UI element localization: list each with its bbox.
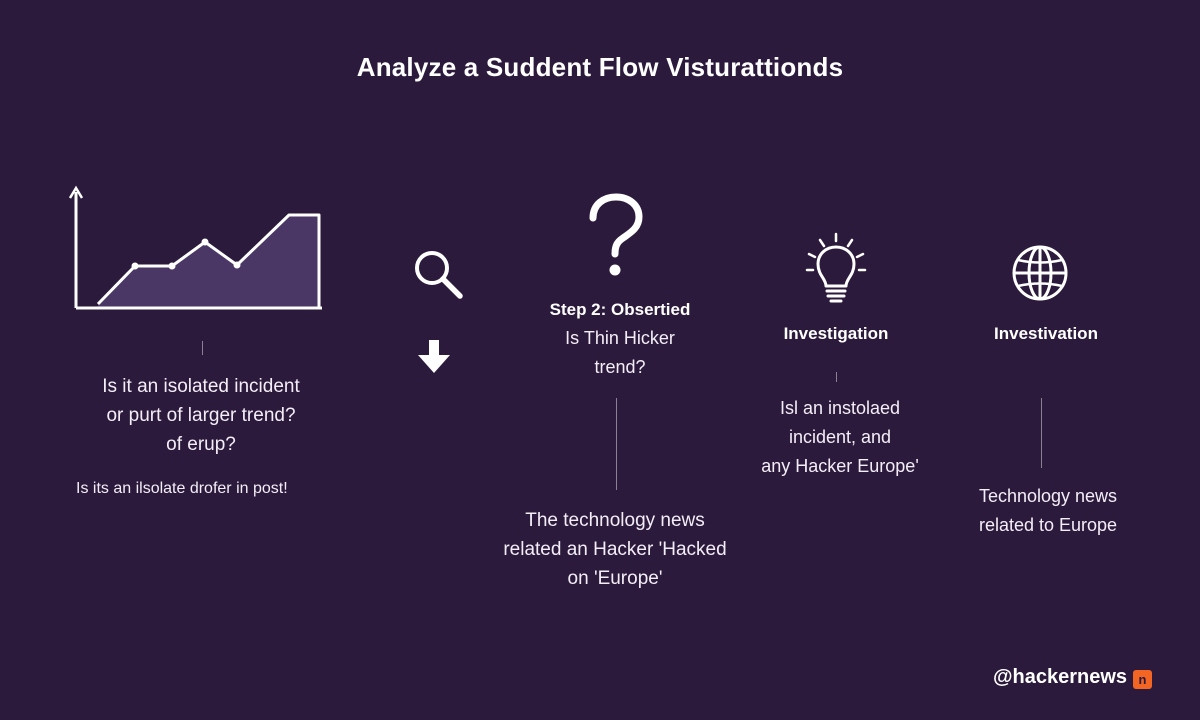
- col3-bottom-text: The technology news related an Hacker 'H…: [470, 506, 760, 593]
- col1-line: or purt of larger trend?: [106, 405, 296, 426]
- lightbulb-icon: [805, 232, 867, 303]
- col3-line: trend?: [594, 357, 646, 377]
- divider-col4: [836, 372, 837, 382]
- divider-col5: [1041, 398, 1042, 468]
- page-title: Analyze a Suddent Flow Visturattionds: [356, 52, 844, 82]
- col3-bottom-line: The technology news: [525, 510, 705, 531]
- step-label: Step 2: Obsertied: [549, 300, 691, 319]
- line-chart-icon: [68, 185, 322, 310]
- col3-bottom-line: related an Hacker 'Hacked: [503, 539, 727, 560]
- col5-label: Investivation: [994, 324, 1098, 343]
- col4-line: incident, and: [788, 427, 892, 447]
- col1-line: Is it an isolated incident: [102, 376, 300, 397]
- col5-line: related to Europe: [978, 515, 1118, 535]
- divider-col1: [202, 341, 203, 355]
- magnifier-icon: [415, 251, 463, 299]
- col1-line: of erup?: [166, 434, 236, 455]
- col4-text: Isl an instolaed incident, and any Hacke…: [700, 394, 980, 481]
- footer-handle[interactable]: @hackernews: [992, 666, 1127, 688]
- col5-text: Technology news related to Europe: [920, 482, 1176, 540]
- col3-question: Is Thin Hicker trend?: [500, 324, 740, 382]
- divider-col3: [616, 398, 617, 490]
- col1-note: Is its an ilsolate drofer in post!: [76, 480, 288, 497]
- col4-label: Investigation: [783, 324, 889, 343]
- globe-icon: [1012, 245, 1068, 301]
- col4-line: Isl an instolaed: [779, 398, 901, 418]
- hackernews-badge-icon: n: [1133, 669, 1152, 689]
- footer-handle-group: @hackernews n: [993, 666, 1152, 689]
- col4-line: any Hacker Europe': [761, 456, 919, 476]
- col3-line: Is Thin Hicker: [565, 328, 675, 348]
- question-mark-icon: [589, 193, 643, 276]
- col5-line: Technology news: [978, 486, 1118, 506]
- arrow-down-icon: [418, 340, 450, 373]
- col3-bottom-line: on 'Europe': [567, 568, 663, 589]
- col1-paragraph: Is it an isolated incident or purt of la…: [46, 372, 356, 459]
